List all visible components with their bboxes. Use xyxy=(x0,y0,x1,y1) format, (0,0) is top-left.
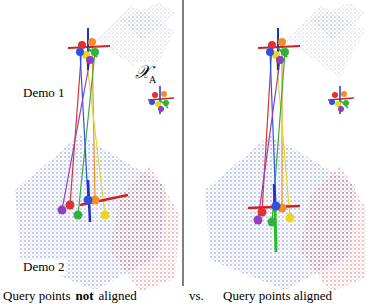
caption-text: aligned xyxy=(98,289,138,304)
caption-text: vs. xyxy=(188,289,205,304)
caption-text: Query points xyxy=(2,289,72,304)
math-subscript: A xyxy=(148,74,157,86)
panel-label: Demo 2 xyxy=(22,260,66,275)
caption-text: Query points aligned xyxy=(222,289,333,304)
caption-text: not xyxy=(75,289,95,304)
panel-label: Demo 1 xyxy=(22,86,66,101)
